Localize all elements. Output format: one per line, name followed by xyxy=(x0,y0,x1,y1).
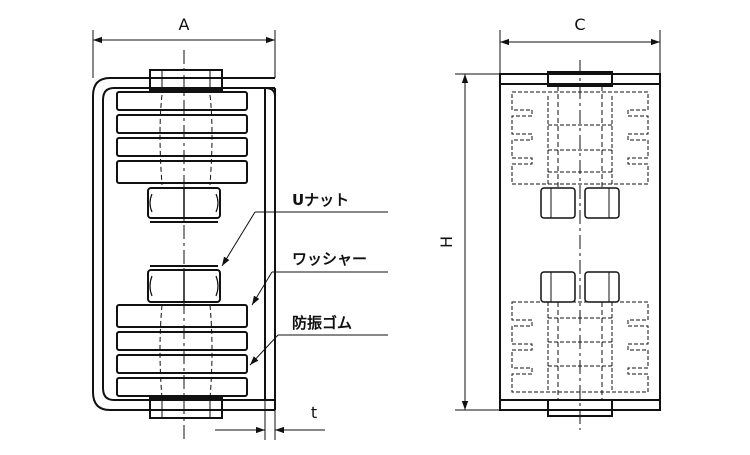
dimension-h-label: H xyxy=(437,236,456,248)
dimension-c-label: C xyxy=(574,15,585,34)
leader-u-nut: Uナット xyxy=(221,191,388,267)
side-bolt-lines xyxy=(557,86,603,400)
upper-rubber-stack xyxy=(116,91,248,184)
lower-rubber-stack xyxy=(116,304,248,397)
bracket-inner xyxy=(102,87,275,401)
dimension-h: H xyxy=(437,73,500,411)
hidden-bolt-lines xyxy=(159,94,213,399)
dimension-t-label: t xyxy=(311,403,317,422)
leader-washer: ワッシャー xyxy=(251,250,388,306)
dimension-a: A xyxy=(92,15,276,78)
label-washer: ワッシャー xyxy=(292,250,367,268)
dimension-t: t xyxy=(215,400,325,440)
dimension-a-label: A xyxy=(179,15,190,34)
label-rubber: 防振ゴム xyxy=(292,314,352,332)
bracket-outer xyxy=(92,77,275,411)
front-view xyxy=(92,50,276,440)
side-view xyxy=(499,60,661,430)
leader-rubber: 防振ゴム xyxy=(249,314,388,366)
label-u-nut: Uナット xyxy=(292,191,349,209)
dimension-c: C xyxy=(499,15,661,74)
top-nut xyxy=(149,69,223,91)
bottom-nut xyxy=(149,397,223,419)
